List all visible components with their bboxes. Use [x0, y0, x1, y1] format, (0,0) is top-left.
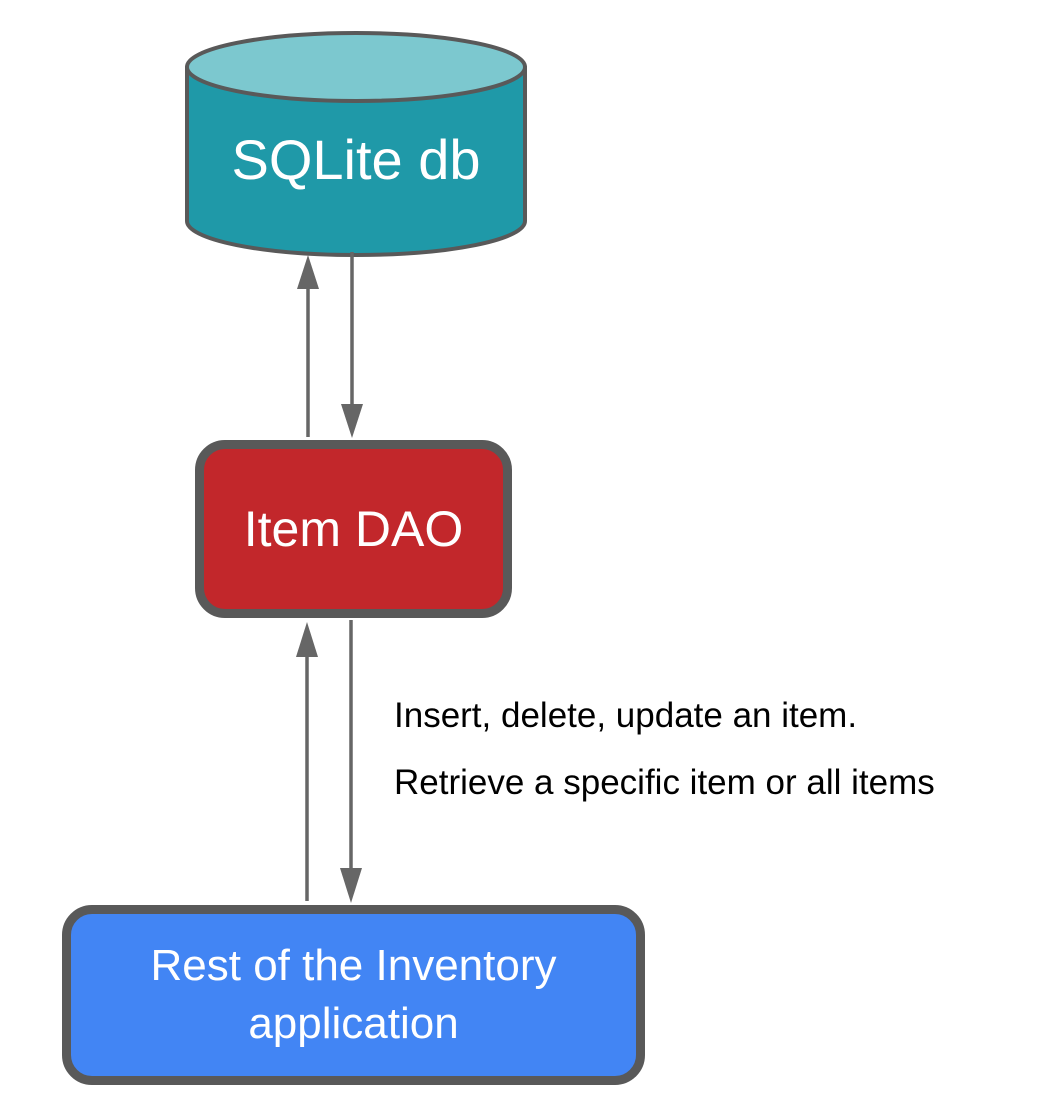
- database-cylinder-top: [185, 31, 527, 103]
- arrow-app-to-dao-up: [296, 622, 318, 901]
- sqlite-db-label: SQLite db: [231, 127, 481, 191]
- inventory-app-label: Rest of the Inventory application: [150, 941, 557, 1048]
- arrow-dao-to-db-up: [297, 255, 319, 437]
- arrowhead-down-icon: [340, 868, 362, 903]
- item-dao-label: Item DAO: [243, 501, 464, 557]
- database-cylinder-body: [185, 65, 527, 257]
- inventory-app-node: Rest of the Inventory application: [62, 905, 645, 1085]
- sqlite-db-node: SQLite db: [187, 100, 525, 218]
- annotation-line-2: Retrieve a specific item or all items: [394, 763, 935, 802]
- arrowhead-up-icon: [297, 255, 319, 289]
- arrowhead-down-icon: [341, 404, 363, 438]
- item-dao-node: Item DAO: [195, 440, 512, 618]
- arrow-db-to-dao-down: [341, 252, 363, 438]
- arrow-dao-to-app-down: [340, 620, 362, 903]
- annotation-line-1: Insert, delete, update an item.: [394, 696, 858, 735]
- edge-annotation: Insert, delete, update an item. Retrieve…: [394, 698, 935, 800]
- database-cylinder-shape: [185, 31, 527, 257]
- arrowhead-up-icon: [296, 622, 318, 657]
